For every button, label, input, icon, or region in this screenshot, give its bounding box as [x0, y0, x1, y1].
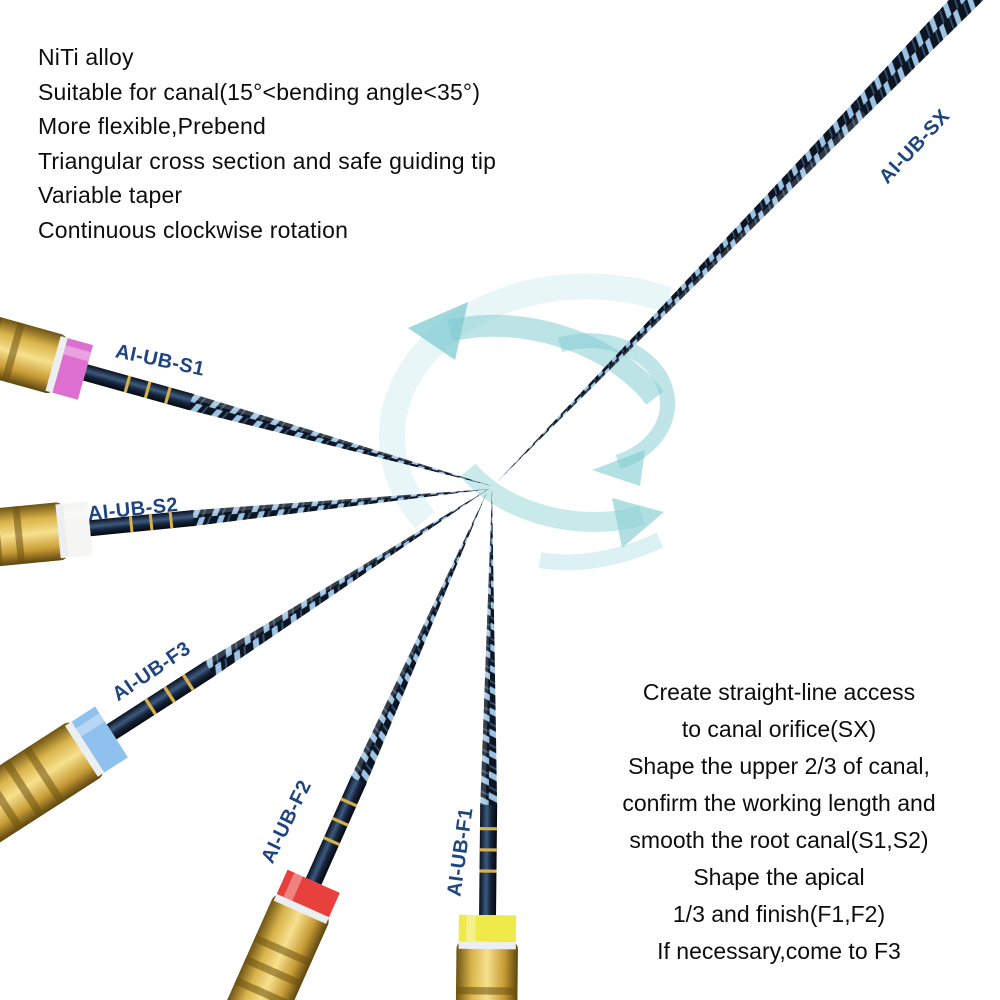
feature-line: Continuous clockwise rotation [38, 216, 349, 243]
arrowhead [592, 450, 645, 486]
arrowhead [612, 498, 664, 548]
rotation-arrows-icon [378, 273, 676, 571]
feature-line: More flexible,Prebend [38, 113, 266, 139]
usage-line: 1/3 and finish(F1,F2) [672, 901, 886, 927]
feature-line: Suitable for canal(15°<bending angle<35°… [38, 78, 481, 105]
usage-line: Shape the upper 2/3 of canal, [628, 753, 930, 779]
usage-list: Create straight-line access to canal ori… [578, 674, 980, 970]
usage-line: to canal orifice(SX) [681, 716, 877, 742]
usage-line: Shape the apical [693, 864, 865, 890]
feature-line: Variable taper [38, 182, 183, 208]
feature-line: NiTi alloy [38, 44, 134, 70]
usage-line: smooth the root canal(S1,S2) [629, 827, 929, 853]
file-f1 [455, 488, 523, 1000]
usage-line: If necessary,come to F3 [657, 938, 901, 964]
feature-line: Triangular cross section and safe guidin… [38, 147, 497, 174]
usage-line: Create straight-line access [642, 679, 916, 705]
file-sx [497, 0, 995, 482]
usage-line: confirm the working length and [622, 790, 936, 816]
feature-list: NiTi alloy Suitable for canal(15°<bendin… [38, 40, 496, 247]
arrowhead [408, 302, 468, 360]
